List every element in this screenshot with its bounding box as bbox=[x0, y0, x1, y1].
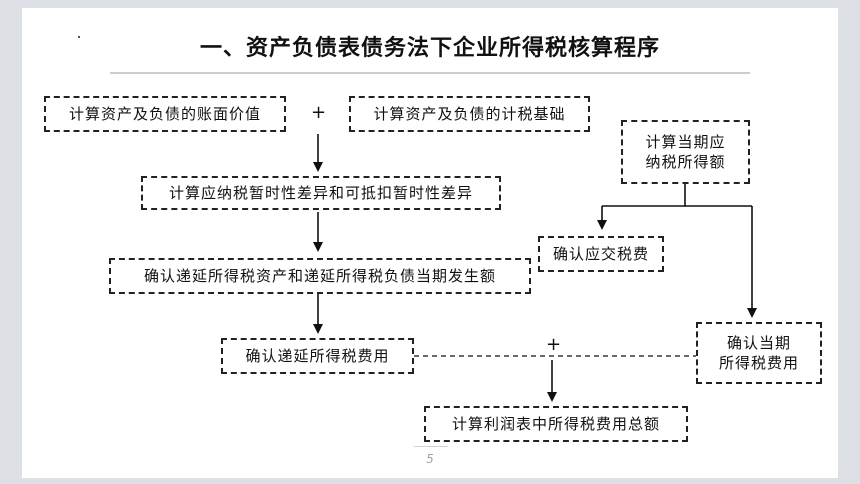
box-tax-payable: 确认应交税费 bbox=[538, 236, 664, 272]
box-tax-base-label: 计算资产及负债的计税基础 bbox=[373, 105, 566, 123]
box-current-payable: 计算当期应 纳税所得额 bbox=[621, 120, 750, 184]
box-current-expense-line1: 确认当期 bbox=[726, 334, 791, 352]
page-number: 5 bbox=[426, 452, 434, 466]
box-book-value: 计算资产及负债的账面价值 bbox=[44, 96, 286, 132]
plus-operator-top: + bbox=[311, 102, 327, 123]
box-book-value-label: 计算资产及负债的账面价值 bbox=[68, 105, 261, 123]
plus-operator-bottom: + bbox=[546, 334, 562, 355]
box-total-tax-expense: 计算利润表中所得税费用总额 bbox=[424, 406, 688, 442]
page-number-rule bbox=[414, 446, 448, 447]
box-tax-payable-label: 确认应交税费 bbox=[552, 245, 649, 263]
box-current-expense: 确认当期 所得税费用 bbox=[696, 322, 822, 384]
box-deferred-expense-label: 确认递延所得税费用 bbox=[245, 347, 390, 365]
box-deferred-expense: 确认递延所得税费用 bbox=[221, 338, 414, 374]
box-temp-difference-label: 计算应纳税暂时性差异和可抵扣暂时性差异 bbox=[168, 184, 473, 202]
box-current-expense-line2: 所得税费用 bbox=[718, 354, 799, 372]
decorative-dot bbox=[78, 36, 80, 38]
title-underline bbox=[110, 72, 750, 74]
box-deferred-tax: 确认递延所得税资产和递延所得税负债当期发生额 bbox=[109, 258, 531, 294]
box-tax-base: 计算资产及负债的计税基础 bbox=[349, 96, 590, 132]
box-temp-difference: 计算应纳税暂时性差异和可抵扣暂时性差异 bbox=[141, 176, 501, 210]
connector-payable-split bbox=[602, 184, 686, 207]
box-current-payable-line1: 计算当期应 bbox=[645, 133, 726, 151]
box-total-tax-expense-label: 计算利润表中所得税费用总额 bbox=[451, 415, 660, 433]
box-deferred-tax-label: 确认递延所得税资产和递延所得税负债当期发生额 bbox=[143, 267, 496, 285]
slide-title: 一、资产负债表债务法下企业所得税核算程序 bbox=[199, 36, 660, 61]
box-current-payable-line2: 纳税所得额 bbox=[645, 153, 726, 171]
